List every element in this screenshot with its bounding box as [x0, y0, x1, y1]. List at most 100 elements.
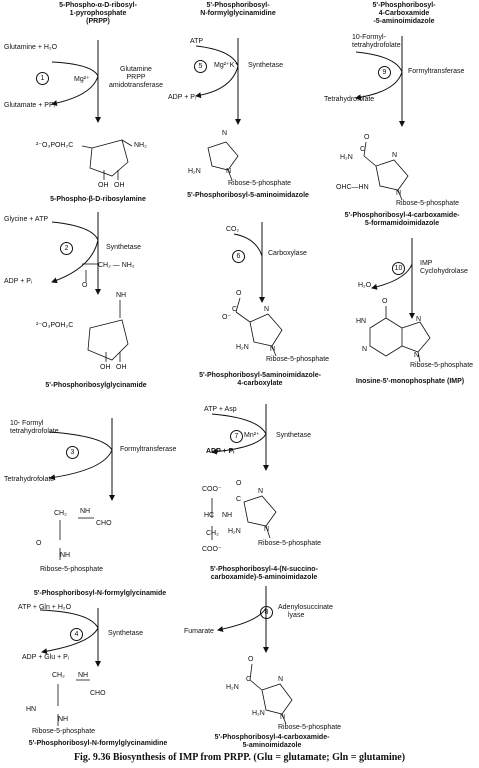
step4-enzyme: Synthetase	[108, 630, 144, 637]
saicar-n2: N	[264, 526, 270, 533]
saicar-o: O	[236, 480, 242, 487]
cair-h2n: H₂N	[236, 344, 249, 351]
step7-cofactor: Mn²⁺	[244, 432, 260, 439]
saicar-coo1: COO⁻	[202, 486, 222, 493]
air-n2: N	[226, 168, 232, 175]
faicar-name-line2: 5-formamidoimidazole	[364, 220, 440, 227]
fgam-name: 5'-Phosphoribosyl-N-formylglycinamidine	[28, 740, 168, 747]
step3-output: Tetrahydrofolate	[4, 476, 55, 483]
gar-name: 5'-Phosphoribosylglycinamide	[45, 382, 147, 389]
step9-input-line2: tetrahydrofolate	[352, 42, 401, 49]
imp-ribose: Ribose-5-phosphate	[410, 362, 474, 369]
fgar-name: 5'-Phosphoribosyl-N-formylglycinamide	[33, 590, 167, 597]
step1-cofactor: Mg²⁺	[74, 76, 90, 83]
cair-n1: N	[264, 306, 270, 313]
prib-phosphate: ²⁻O₃POH₂C	[36, 142, 74, 149]
step8-number: 8	[260, 606, 273, 619]
step1-enzyme-line2: PRPP	[126, 74, 146, 81]
step9-input-line1: 10-Formyl-	[352, 34, 386, 41]
imidazole-ring-air	[207, 141, 239, 171]
imidazole-ring-aicar	[261, 683, 293, 715]
step2-enzyme: Synthetase	[106, 244, 142, 251]
step1-input: Glutamine + H₂O	[4, 44, 58, 51]
step6-number: 6	[232, 250, 245, 263]
step7-number: 7	[230, 430, 243, 443]
step9-enzyme: Formyltransferase	[408, 68, 465, 75]
faicar-c: C	[360, 146, 366, 153]
fgam-nh: NH	[78, 672, 89, 679]
step3-input-line2: tetrahydrofolate	[10, 428, 59, 435]
saicar-c: C	[236, 496, 242, 503]
fgam-nh2: NH	[58, 716, 69, 723]
aicar-name-line1: 5'-Phosphoribosyl-4-carboxamide-	[214, 734, 330, 741]
imp-n3: N	[414, 352, 420, 359]
step7-input: ATP + Asp	[204, 406, 237, 413]
aicar-top-line3: -5-aminoimidazole	[373, 18, 435, 25]
faicar-ribose: Ribose-5-phosphate	[396, 200, 460, 207]
step7-enzyme: Synthetase	[276, 432, 312, 439]
cair-o: O	[236, 290, 242, 297]
step10-output: H₂O	[358, 282, 372, 289]
fgam-ribose: Ribose-5-phosphate	[32, 728, 96, 735]
cair-o-minus: O⁻	[222, 314, 232, 321]
aicar-ribose: Ribose-5-phosphate	[278, 724, 342, 731]
air-h2n: H₂N	[188, 168, 201, 175]
step2-input: Glycine + ATP	[4, 216, 49, 223]
step1-number: 1	[36, 72, 49, 85]
purine-ring-imp	[369, 317, 403, 357]
step5-output: ADP + Pᵢ	[168, 94, 197, 101]
imidazole-ring-faicar	[375, 159, 409, 191]
saicar-name-line2: carboxamide)-5-aminoimidazole	[210, 574, 318, 581]
prib-nh2: NH₂	[134, 142, 147, 149]
gar-oh2: OH	[116, 364, 127, 371]
imp-n1: N	[416, 316, 422, 323]
faicar-name-line1: 5'-Phosphoribosyl-4-carboxamide-	[344, 212, 460, 219]
saicar-n: N	[258, 488, 264, 495]
saicar-coo2: COO⁻	[202, 546, 222, 553]
step5-enzyme: Synthetase	[248, 62, 284, 69]
step10-enzyme-line1: IMP	[420, 260, 433, 267]
fgar-o: O	[36, 540, 42, 547]
step2-output: ADP + Pᵢ	[4, 278, 33, 285]
saicar-ribose: Ribose-5-phosphate	[258, 540, 322, 547]
aicar-top-line1: 5'-Phosphoribosyl-	[372, 2, 436, 9]
step9-output: Tetrahydrofolate	[324, 96, 375, 103]
aicar-o: O	[248, 656, 254, 663]
saicar-name-line1: 5'-Phosphoribosyl-4-(N-succino-	[210, 566, 318, 573]
step10-number: 10	[392, 262, 405, 275]
imidazole-ring-saicar	[243, 495, 277, 527]
step5-input: ATP	[190, 38, 204, 45]
step6-enzyme: Carboxylase	[268, 250, 307, 257]
aicar-name-line2: 5-aminoimidazole	[242, 742, 302, 749]
step4-output: ADP + Glu + Pᵢ	[22, 654, 69, 661]
faicar-ohc: OHC—HN	[336, 184, 369, 191]
step9-number: 9	[378, 66, 391, 79]
gar-phosphate: ²⁻O₃POH₂C	[36, 322, 74, 329]
fgar-nh2: NH	[60, 552, 71, 559]
fgar-cho: CHO	[96, 520, 112, 527]
saicar-ch2: CH₂	[206, 530, 219, 537]
aicar-n2: N	[280, 714, 286, 721]
step4-input: ATP + Gln + H₂O	[18, 604, 72, 611]
saicar-hc: HC	[204, 512, 215, 519]
prib-oh1: OH	[98, 182, 109, 189]
step8-enzyme-line2: lyase	[288, 612, 305, 619]
aicar-top-line2: 4-Carboxamide	[378, 10, 430, 17]
step4-number: 4	[70, 628, 83, 641]
imp-name: Inosine-5'-monophosphate (IMP)	[355, 378, 465, 385]
prpp-title-line1: 5-Phospho-α-D-ribosyl-	[59, 2, 137, 9]
gar-o: O	[82, 282, 88, 289]
cair-c: C	[232, 306, 238, 313]
imidazole-ring-cair	[249, 313, 283, 347]
fgam-ch2: CH₂	[52, 672, 65, 679]
fgar-ribose: Ribose-5-phosphate	[40, 566, 104, 573]
step6-input: CO₂	[226, 226, 240, 233]
faicar-n2: N	[396, 190, 402, 197]
saicar-h2n: H₂N	[228, 528, 241, 535]
fgam-hn: HN	[26, 706, 37, 713]
step1-output: Glutamate + PPᵢ	[4, 102, 55, 109]
fgar-ch2: CH₂	[54, 510, 67, 517]
prpp-title-line3: (PRPP)	[86, 18, 110, 25]
step2-number: 2	[60, 242, 73, 255]
step7-output: ADP + Pᵢ	[206, 448, 235, 455]
